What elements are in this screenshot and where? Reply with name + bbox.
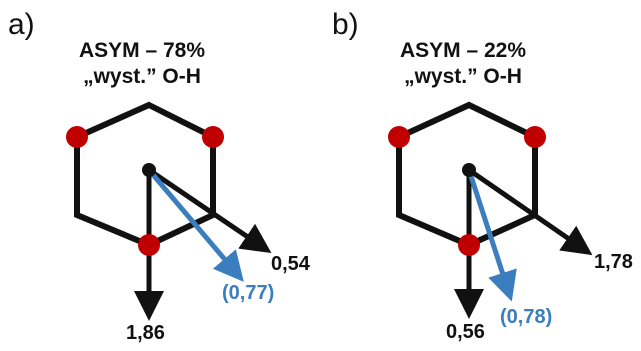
panel-a-axis-blue [147,168,244,282]
panel-a-center-atom [142,163,156,177]
panel-a-letter: a) [8,8,35,41]
panel-a-label-right: 0,54 [271,253,310,275]
panel-a-axis-right [147,167,272,254]
panel-b-label-blue: (0,78) [500,306,553,328]
panel-b-letter: b) [332,8,359,41]
panel-b-title-line2: „wyst.” O-H [404,65,522,88]
panel-b-center-atom [462,163,476,177]
panel-a-label-blue: (0,77) [222,282,275,304]
panel-a-molecule [66,101,272,322]
panel-a-atom-left [66,126,88,148]
panel-a-atom-bottom [138,234,160,256]
panel-b-molecule [388,101,593,320]
panel-b-axis-blue [466,169,517,302]
panel-b-label-right: 1,78 [594,251,633,273]
panel-b-axis-right [467,167,593,256]
panel-b-title: ASYM – 22% „wyst.” O-H [383,38,543,90]
panel-b-atom-bottom [458,234,480,256]
panel-b-title-line1: ASYM – 22% [399,39,527,62]
panel-a-atom-right [202,126,224,148]
panel-b-atom-left [388,126,410,148]
panel-a-label-down: 1,86 [126,322,165,344]
panel-a-title-line1: ASYM – 78% [78,39,206,62]
panel-a-title-line2: „wyst.” O-H [83,65,201,88]
panel-b-atom-right [524,126,546,148]
panel-a-title: ASYM – 78% „wyst.” O-H [62,38,222,90]
panel-b-label-down: 0,56 [446,321,485,343]
